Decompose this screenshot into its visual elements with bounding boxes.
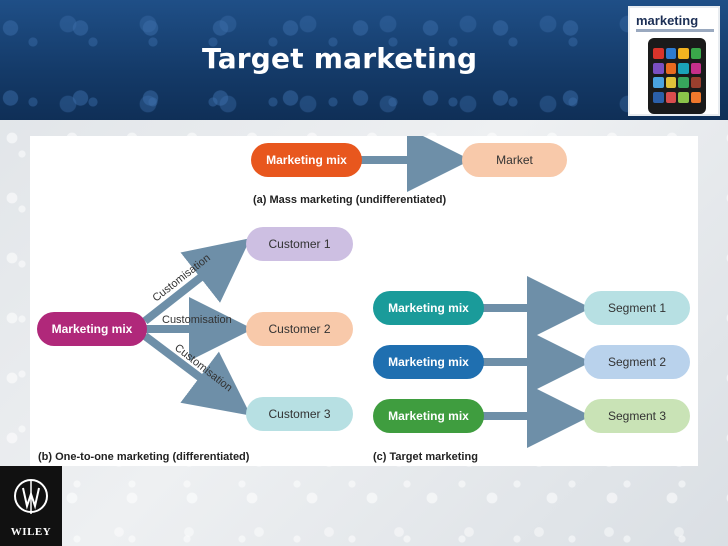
caption-target-marketing: (c) Target marketing [373,451,478,463]
book-cover-title: marketing [636,13,699,28]
wiley-emblem-icon [14,479,48,514]
caption-mass-marketing: (a) Mass marketing (undifferentiated) [253,194,447,206]
segment-1-pill: Segment 1 [584,291,690,325]
wiley-logo: WILEY [0,466,62,546]
caption-one-to-one-marketing: (b) One-to-one marketing (differentiated… [38,451,250,463]
book-cover-image: marketing [628,6,720,116]
customer-2-pill: Customer 2 [246,312,353,346]
publisher-name: WILEY [10,526,52,538]
diagram-connectors: Customisation Customisation Customisatio… [142,136,591,448]
book-cover-app-grid [653,48,701,104]
segment-2-pill: Segment 2 [584,345,690,379]
book-cover-subtitle-bar [636,29,714,32]
customer-3-pill: Customer 3 [246,397,353,431]
target-marketing-mix-pill-1: Marketing mix [373,291,484,325]
target-marketing-mix-pill-3: Marketing mix [373,399,484,433]
market-pill: Market [462,143,567,177]
mass-marketing-mix-pill: Marketing mix [251,143,362,177]
customisation-label-2: Customisation [162,314,232,326]
segment-3-pill: Segment 3 [584,399,690,433]
arrow-to-customer-1 [142,238,251,325]
slide-header: Target marketing marketing [0,0,728,120]
arrow-to-customer-3 [142,332,251,416]
one-to-one-marketing-mix-pill: Marketing mix [37,312,147,346]
slide-title: Target marketing [202,42,478,75]
customer-1-pill: Customer 1 [246,227,353,261]
target-marketing-mix-pill-2: Marketing mix [373,345,484,379]
